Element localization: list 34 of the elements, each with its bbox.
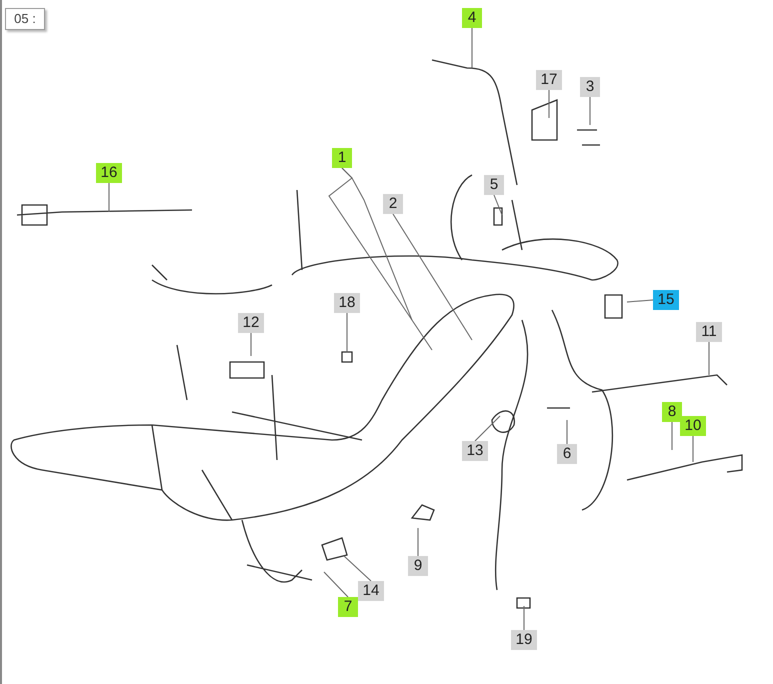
leader-line <box>250 332 252 356</box>
callout-number: 1 <box>332 148 352 168</box>
leader-line <box>344 556 372 582</box>
leader-line <box>548 90 550 118</box>
callout-number: 8 <box>662 402 682 422</box>
callout-number: 14 <box>358 581 384 601</box>
callout-number: 11 <box>696 322 722 342</box>
leader-line <box>342 168 412 320</box>
leader-line <box>324 572 348 598</box>
callout-number: 2 <box>383 194 403 214</box>
callout-number: 15 <box>653 290 679 310</box>
callout-number: 4 <box>462 8 482 28</box>
leader-line <box>474 416 500 442</box>
leader-line <box>346 312 348 352</box>
callout-number: 16 <box>96 163 122 183</box>
callout-number: 18 <box>334 293 360 313</box>
leader-line <box>566 420 568 444</box>
leader-line <box>392 214 472 340</box>
callout-number: 19 <box>511 630 537 650</box>
callout-number: 12 <box>238 313 264 333</box>
callout-number: 6 <box>557 444 577 464</box>
callout-number: 13 <box>462 441 488 461</box>
callout-number: 10 <box>680 416 706 436</box>
leader-line <box>708 342 710 376</box>
callout-number: 5 <box>484 175 504 195</box>
callout-number: 9 <box>408 556 428 576</box>
callout-number: 7 <box>338 597 358 617</box>
leader-line <box>692 436 694 462</box>
callout-number: 3 <box>580 77 600 97</box>
leader-line <box>626 300 654 302</box>
page-number-tag: 05 : <box>5 8 45 30</box>
leader-line <box>494 194 502 216</box>
leader-line <box>108 182 110 212</box>
callout-number: 17 <box>536 70 562 90</box>
